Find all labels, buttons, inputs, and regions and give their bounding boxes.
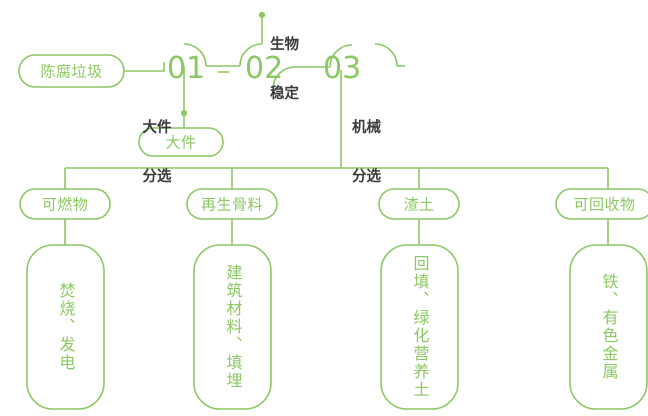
dot-bulky <box>180 109 188 117</box>
outcome-use-1: 焚烧、发电 <box>56 282 76 372</box>
category-label-1: 可燃物 <box>41 195 89 214</box>
source-capsule-outline <box>18 54 125 88</box>
outcome-box-combustible[interactable]: 焚烧、发电 <box>27 245 104 409</box>
outcome-box-slag-soil[interactable]: 回填、绿化营养土 <box>381 245 458 409</box>
stage-01-process-note-line-2: 分选 <box>142 169 172 186</box>
outcome-use-2: 建筑材料、填埋 <box>223 264 243 390</box>
source-node-label: 陈腐垃圾 <box>40 62 103 81</box>
category-capsule-recycled-aggregate[interactable]: 再生骨料 <box>187 189 277 219</box>
outcome-text-wrap-3: 回填、绿化营养土 <box>381 245 458 409</box>
stage-01-process-note: 大件 分选 <box>131 88 183 218</box>
stage-01-output-label: 大件 <box>165 133 197 152</box>
stage-03-process-note: 机械 分选 <box>352 88 410 218</box>
source-node-capsule[interactable]: 陈腐垃圾 <box>19 55 124 87</box>
stage-01-output-capsule[interactable]: 大件 <box>139 128 223 156</box>
arc-below-02-right <box>272 66 296 90</box>
category-capsule-combustible[interactable]: 可燃物 <box>20 189 110 219</box>
category-capsule-recyclables[interactable]: 可回收物 <box>556 189 648 219</box>
outcome-text-wrap-1: 焚烧、发电 <box>27 245 104 409</box>
category-capsule-outline-1 <box>19 188 111 220</box>
outcome-box-outline-4 <box>569 244 648 410</box>
stage-02-process-note: 生物 稳定 <box>270 5 328 135</box>
category-label-4: 可回收物 <box>573 195 636 214</box>
outcome-use-4: 铁、有色金属 <box>599 273 619 381</box>
arc-above-02-left <box>239 43 263 67</box>
arc-above-03-right <box>374 43 398 67</box>
outcome-text-wrap-4: 铁、有色金属 <box>570 245 647 409</box>
category-capsule-outline-2 <box>186 188 278 220</box>
arc-above-03-left <box>329 44 353 68</box>
category-capsule-outline-4 <box>555 188 648 220</box>
outcome-box-recyclables[interactable]: 铁、有色金属 <box>570 245 647 409</box>
stage-number-02[interactable]: 02 <box>245 51 284 86</box>
outcome-box-outline-3 <box>380 244 459 410</box>
outcome-box-outline-2 <box>193 244 272 410</box>
category-capsule-slag-soil[interactable]: 渣土 <box>379 189 459 219</box>
stage-01-process-note-line-1: 大件 <box>142 120 172 137</box>
outcome-box-recycled-aggregate[interactable]: 建筑材料、填埋 <box>194 245 271 409</box>
dot-biostabilize <box>258 11 266 19</box>
stage-02-process-note-line-1: 生物 <box>270 37 299 54</box>
category-capsule-outline-3 <box>378 188 460 220</box>
stage-02-process-note-line-2: 稳定 <box>270 86 299 103</box>
category-label-2: 再生骨料 <box>200 195 263 214</box>
outcome-text-wrap-2: 建筑材料、填埋 <box>194 245 271 409</box>
stage-03-process-note-line-2: 分选 <box>352 169 381 186</box>
stage-number-03[interactable]: 03 <box>323 51 362 86</box>
link-source-to-01 <box>124 62 165 72</box>
stage-number-01[interactable]: 01 <box>167 51 206 86</box>
bulky-capsule-outline <box>138 127 224 157</box>
category-label-3: 渣土 <box>403 195 435 214</box>
outcome-box-outline-1 <box>26 244 105 410</box>
outcome-use-3: 回填、绿化营养土 <box>410 255 430 399</box>
arc-above-01 <box>183 43 207 67</box>
stage-03-process-note-line-1: 机械 <box>352 120 381 137</box>
